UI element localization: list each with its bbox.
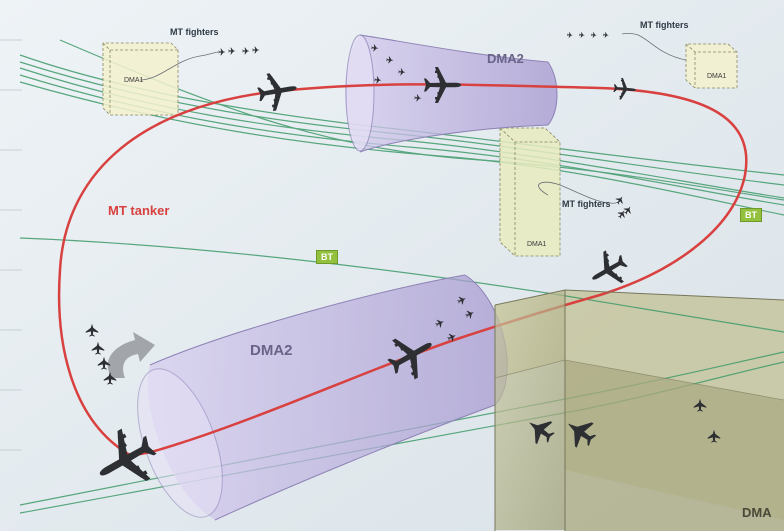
turn-arrow-icon bbox=[107, 332, 155, 378]
badge-bt-mid: BT bbox=[316, 250, 338, 264]
label-mt-tanker: MT tanker bbox=[108, 203, 170, 218]
dma1-top-right-box bbox=[685, 43, 738, 89]
label-dma1-top-left: DMA1 bbox=[124, 77, 144, 84]
label-dma2-bottom: DMA2 bbox=[250, 342, 293, 359]
label-mt-fighters-top-right: MT fighters bbox=[640, 20, 689, 30]
left-page-shadow bbox=[0, 39, 22, 451]
fighter-trails bbox=[139, 32, 687, 204]
tanker-route bbox=[57, 83, 748, 457]
dma3-box-front bbox=[494, 289, 784, 531]
label-dma1-mid: DMA1 bbox=[527, 241, 547, 248]
badge-bt-right: BT bbox=[740, 208, 762, 222]
label-dma2-top: DMA2 bbox=[487, 51, 524, 66]
label-mt-fighters-mid: MT fighters bbox=[562, 199, 611, 209]
dma1-mid-box bbox=[499, 127, 561, 257]
label-dma-corner: DMA bbox=[742, 505, 772, 520]
dma2-top-cone bbox=[345, 34, 558, 153]
label-dma1-top-right: DMA1 bbox=[707, 73, 727, 80]
dma1-top-left-box bbox=[102, 42, 179, 116]
label-mt-fighters-top-left: MT fighters bbox=[170, 27, 219, 37]
